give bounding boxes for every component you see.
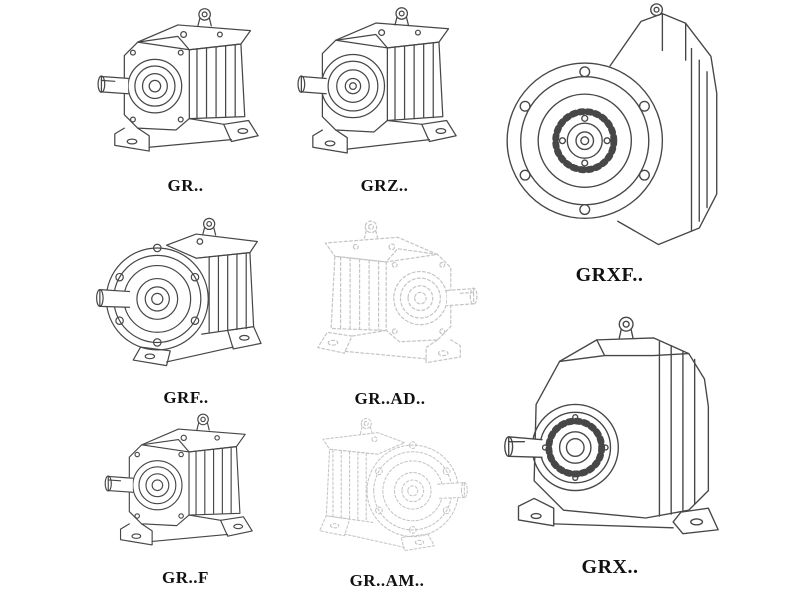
gearbox-foot-illustration [88,408,283,566]
gearbox-foot-illustration [88,2,283,174]
figure-gr: GR.. [88,2,283,196]
figure-gr-am: GR..AM.. [292,411,482,591]
gearbox-large-foot-illustration [495,298,725,554]
figure-grxf: GRXF.. [492,0,727,287]
figure-gr-f: GR..F [88,408,283,588]
gearbox-motor-flange-phantom-illustration [292,411,482,569]
gearbox-flange-front-illustration [492,0,727,262]
gearbox-flange-illustration [86,210,286,386]
figure-label: GRZ.. [360,176,409,195]
figure-grx: GRX.. [495,298,725,579]
figure-label: GRF.. [163,388,209,407]
figure-label: GR.. [167,176,204,195]
gearbox-adapter-phantom-illustration [295,213,485,387]
figure-label: GRXF.. [575,264,644,286]
figure-grf: GRF.. [86,210,286,408]
gearbox-foot-z-illustration [292,2,477,174]
figure-label: GR..AD.. [354,389,426,408]
figure-label: GRX.. [581,556,639,578]
figure-grz: GRZ.. [292,2,477,196]
figure-label: GR..F [162,568,209,587]
figure-label: GR..AM.. [349,571,425,590]
figure-gr-ad: GR..AD.. [295,213,485,409]
